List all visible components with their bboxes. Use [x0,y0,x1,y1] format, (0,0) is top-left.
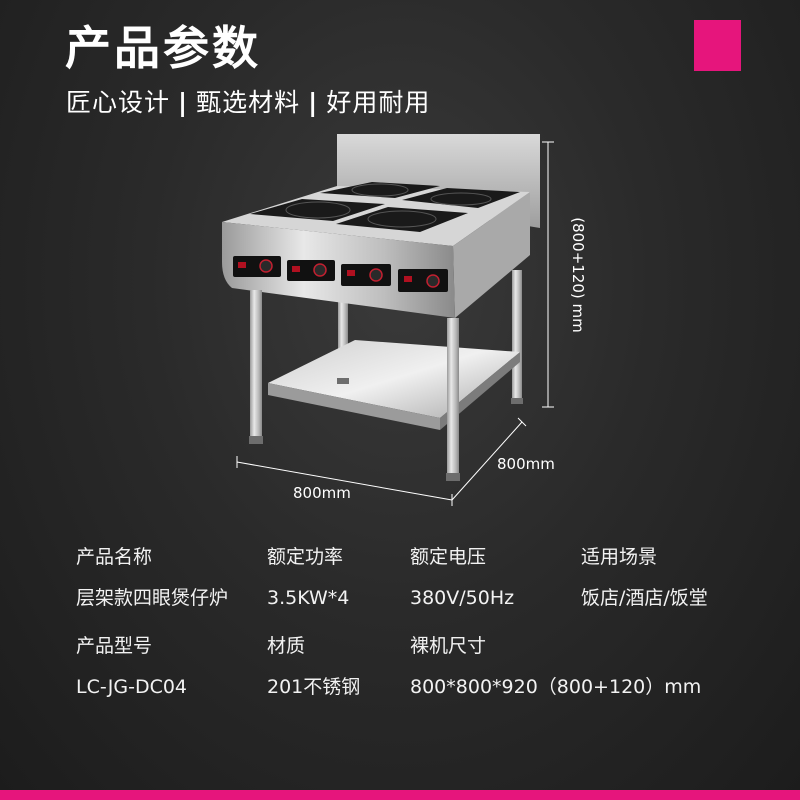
front-panel [222,222,455,318]
burner-ring [430,192,492,206]
leg [447,318,459,475]
spec-label-model: 产品型号 [76,635,153,657]
burner-glass [320,182,440,198]
spec-value-material: 201不锈钢 [267,676,361,698]
subtitle-separator: | [308,88,319,117]
leg [250,290,262,438]
burner-ring [351,183,409,197]
lower-shelf [268,340,520,418]
spec-label-scenario: 适用场景 [581,546,658,568]
subtitle: 匠心设计|甄选材料|好用耐用 [66,86,430,120]
spec-value-scenario: 饭店/酒店/饭堂 [581,587,708,609]
leg-foot [337,378,349,384]
dimension-depth: 800mm [497,455,555,473]
side-panel [453,192,530,318]
leg [338,300,348,380]
spec-label-size: 裸机尺寸 [410,635,487,657]
leg-foot [249,436,263,444]
burner-glass [402,188,520,208]
control-panel [233,256,448,292]
spec-value-voltage: 380V/50Hz [410,587,515,609]
subtitle-item-design: 匠心设计 [66,88,171,117]
subtitle-item-durable: 好用耐用 [326,88,431,117]
dimension-lines [236,141,554,506]
page-title: 产品参数 [65,21,261,75]
spec-value-power: 3.5KW*4 [267,587,350,609]
leg-foot [511,398,523,404]
spec-label-voltage: 额定电压 [410,546,487,568]
lower-shelf-side [440,352,520,430]
burner-glass [336,207,468,232]
burner-ring [367,210,437,228]
spec-value-size: 800*800*920（800+120）mm [410,676,702,698]
spec-label-power: 额定功率 [267,546,344,568]
dimension-height: (800+120) mm [568,217,587,333]
bottom-accent-bar [0,790,800,800]
subtitle-item-material: 甄选材料 [196,88,301,117]
spec-label-material: 材质 [267,635,306,657]
leg [512,270,522,400]
leg-foot [446,473,460,481]
product-image [222,134,554,506]
burner-glass [250,199,385,221]
spec-label-product-name: 产品名称 [76,546,153,568]
subtitle-separator: | [178,88,189,117]
dimension-width: 800mm [293,484,351,502]
spec-value-product-name: 层架款四眼煲仔炉 [76,587,229,609]
accent-square [694,20,741,71]
spec-value-model: LC-JG-DC04 [76,676,188,698]
burner-ring [285,201,351,219]
lower-shelf-edge [268,383,440,430]
